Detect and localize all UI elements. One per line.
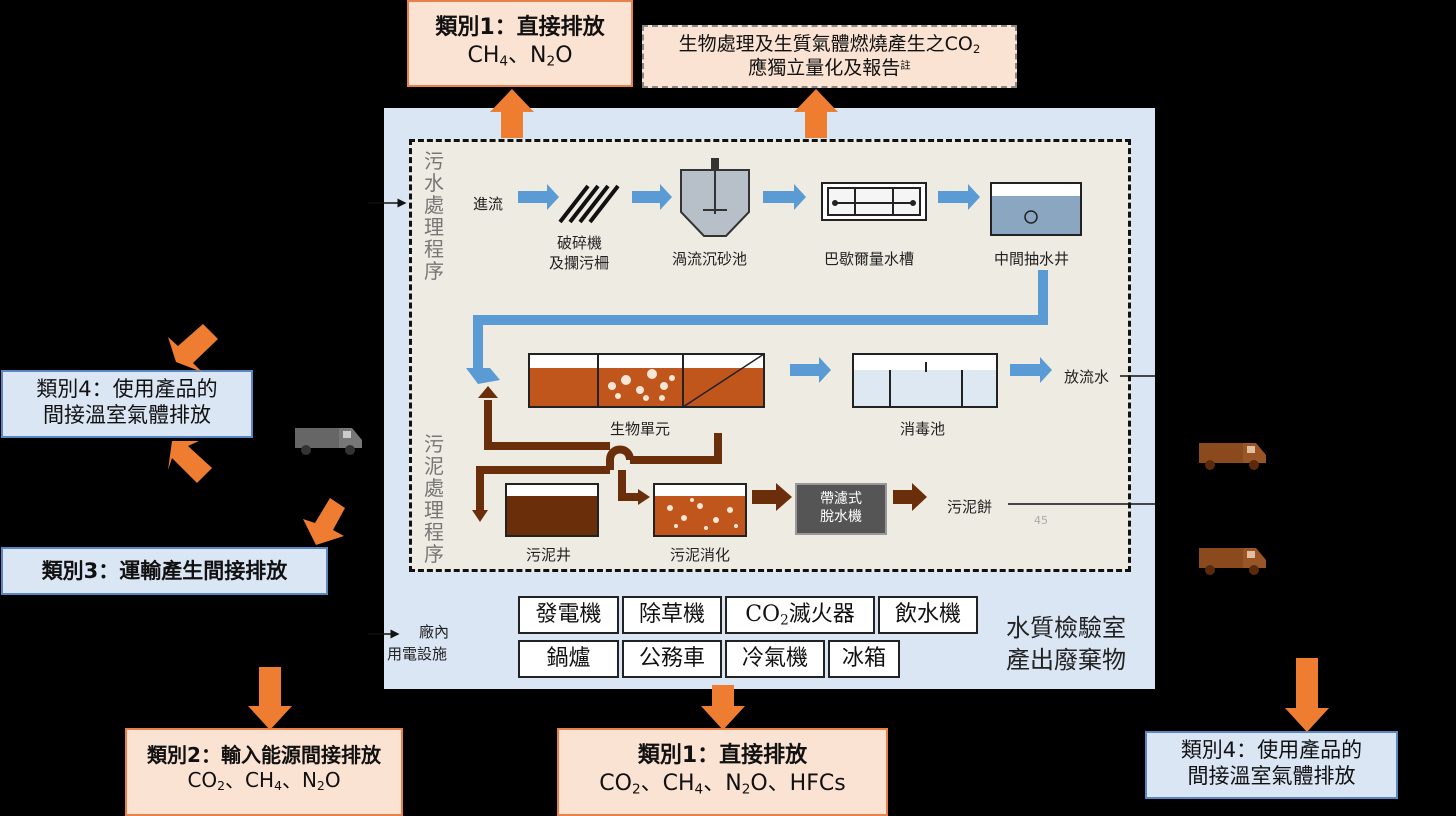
air-conditioner-box: 冷氣機 [725,640,825,678]
sewage-process-label: 污水處理程序 [424,149,444,283]
left-category4-line2: 間接溫室氣體排放 [43,403,211,428]
left-category4-box: 類別4：使用產品的 間接溫室氣體排放 [1,370,253,438]
bottom-category2-title: 類別2：輸入能源間接排放 [147,743,381,767]
top-direct-emission-title: 類別1：直接排放 [435,15,605,40]
page-number: 45 [1034,514,1048,527]
up-arrow-biogas [794,89,838,138]
pipe-arrowhead [466,368,500,384]
effluent-label: 放流水 [1064,368,1110,386]
sludge-arrowheads [472,386,927,522]
bio-unit-tank [528,353,765,408]
diag-arrow-from-truck-up [168,441,212,483]
biogas-note-line1: 生物處理及生質氣體燃燒產生之CO2 [678,33,981,56]
co2-extinguisher-box: CO2滅火器 [725,596,875,634]
parshall-flume-icon [821,182,927,221]
down-arrow-category2 [248,667,292,730]
vortex-grit-chamber-icon [680,158,750,237]
pumpwell-label: 中間抽水井 [994,250,1070,268]
sludge-pipes [476,400,722,510]
arrow-to-effluent [1010,357,1052,383]
left-category4-line1: 類別4：使用產品的 [36,377,218,401]
boiler-box: 鍋爐 [518,640,619,678]
digestion-label: 污泥消化 [670,546,731,564]
pump-well-icon [990,182,1082,236]
arrow-to-disinfect [790,357,831,383]
belt-press-label-2: 脫水機 [820,509,862,525]
right-category4-line1: 類別4：使用產品的 [1180,738,1363,762]
belt-press-label-1: 帶濾式 [820,491,862,507]
inflow-label: 進流 [473,195,504,213]
orange-arrows [168,89,1329,732]
parshall-label: 巴歇爾量水槽 [824,250,915,268]
disinfection-tank [852,353,998,408]
water-dispenser-box: 飲水機 [878,596,978,634]
bio-unit-label: 生物單元 [610,420,671,438]
generator-box: 發電機 [518,596,619,634]
truck-left-icon [295,428,362,455]
down-arrow-right-category4 [1285,658,1329,732]
sludge-process-label: 污泥處理程序 [424,432,444,566]
sludge-well-label: 污泥井 [526,546,572,564]
arrow-to-parshall [763,184,806,210]
truck-right-bottom-icon [1199,548,1266,575]
arrow-to-vortex [632,184,672,210]
biogas-note-box: 生物處理及生質氣體燃燒產生之CO2 應獨立量化及報告註 [642,25,1017,88]
crusher-label-1: 破碎機 [557,234,603,252]
top-direct-emission-box: 類別1：直接排放 CH4、N2O [407,0,633,87]
pipe-pumpwell-to-bio [473,270,1048,372]
bottom-category2-gases: CO2、CH4、N2O [187,768,341,794]
arrow-inflow [518,184,559,210]
connector-lines [368,198,1155,639]
crusher-label-2: 及攔污柵 [549,254,610,272]
truck-right-top-icon [1199,443,1266,470]
lab-label-2: 產出廢棄物 [1006,646,1126,674]
diag-arrow-to-left-cat3 [303,498,345,545]
left-category3-box: 類別3：運輸產生間接排放 [1,547,328,595]
blue-flow-arrows [518,184,1052,383]
facility-label-1: 廠內 [419,623,450,641]
crusher-screen-icon [558,184,620,224]
belt-press-box: 帶濾式 脫水機 [795,483,887,535]
right-category4-box: 類別4：使用產品的 間接溫室氣體排放 [1145,731,1398,799]
fridge-box: 冰箱 [828,640,900,678]
down-arrow-category1 [701,685,745,730]
diag-arrow-to-left-cat4 [168,324,218,372]
official-car-box: 公務車 [622,640,722,678]
bottom-category1-title: 類別1：直接排放 [637,743,808,768]
facility-label-2: 用電設施 [387,645,448,663]
sludge-well-tank [505,483,599,537]
up-arrow-direct-emission [490,89,534,138]
bottom-category1-gases: CO2、CH4、N2O、HFCs [599,770,846,797]
lab-label-1: 水質檢驗室 [1006,614,1126,642]
weeder-box: 除草機 [622,596,722,634]
disinfect-label: 消毒池 [900,420,946,438]
arrow-to-pumpwell [938,184,980,210]
biogas-note-line2: 應獨立量化及報告註 [748,56,911,79]
bottom-category2-box: 類別2：輸入能源間接排放 CO2、CH4、N2O [125,728,403,816]
top-direct-emission-gases: CH4、N2O [467,42,573,69]
digestion-tank [653,483,747,537]
vortex-label: 渦流沉砂池 [672,250,748,268]
sludge-cake-label: 污泥餅 [947,498,993,516]
right-category4-line2: 間接溫室氣體排放 [1187,764,1356,789]
left-category3-text: 類別3：運輸產生間接排放 [41,559,288,583]
